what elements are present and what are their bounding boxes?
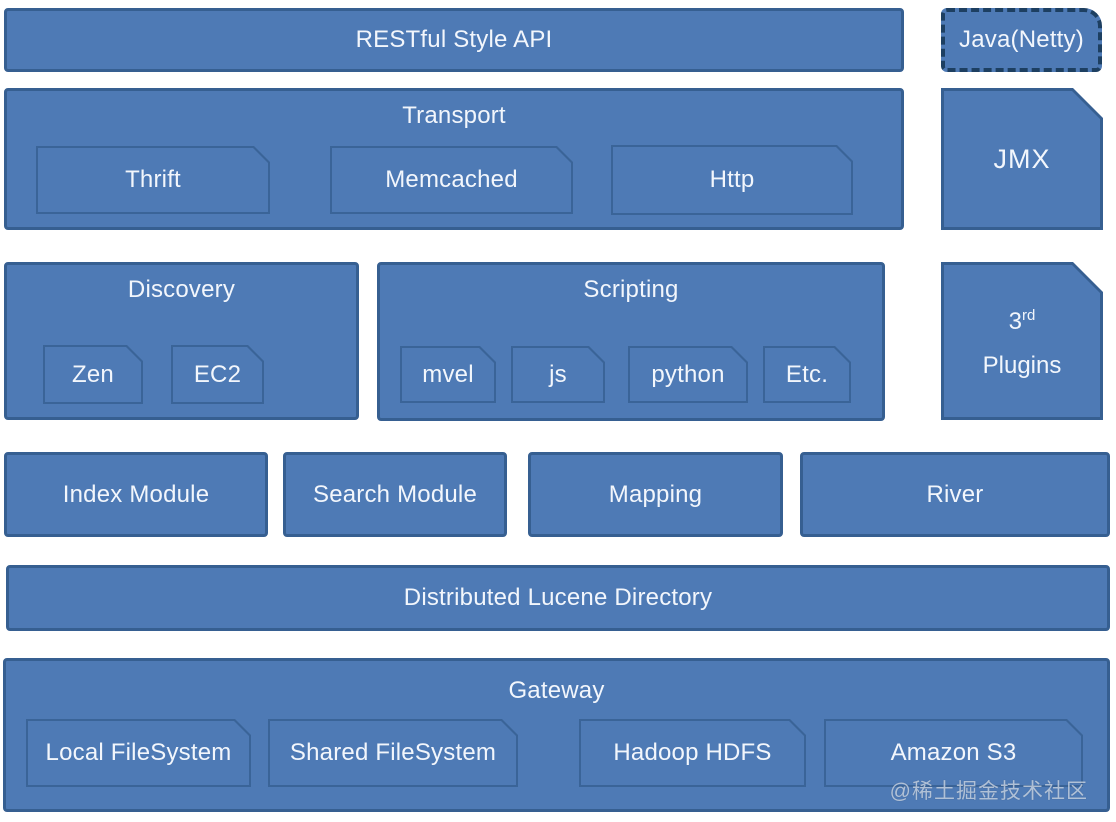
python-fill — [630, 348, 746, 401]
block-mapping: Mapping — [528, 452, 783, 537]
block-river: River — [800, 452, 1110, 537]
block-local-filesystem: Local FileSystem — [26, 719, 251, 787]
thrift-fill — [38, 148, 268, 212]
block-discovery: Discovery Zen EC2 — [4, 262, 359, 420]
hadoop-hdfs-label: Hadoop HDFS — [613, 739, 772, 766]
block-js: js — [511, 346, 605, 403]
index-module-label: Index Module — [62, 480, 210, 508]
block-java-netty: Java(Netty) — [941, 8, 1102, 72]
block-ec2: EC2 — [171, 345, 264, 404]
block-lucene-directory: Distributed Lucene Directory — [6, 565, 1110, 631]
block-jmx: JMX — [941, 88, 1103, 230]
block-3rd-plugins: 3rd Plugins — [941, 262, 1103, 420]
http-fill — [613, 147, 851, 213]
ec2-label: EC2 — [193, 360, 242, 388]
watermark-text: @稀土掘金技术社区 — [889, 780, 1088, 803]
http-label: Http — [709, 166, 755, 193]
java-netty-label: Java(Netty) — [959, 26, 1084, 53]
zen-label: Zen — [72, 360, 114, 388]
search-module-label: Search Module — [312, 480, 478, 508]
block-memcached: Memcached — [330, 146, 573, 214]
discovery-label: Discovery — [127, 276, 236, 303]
shared-filesystem-label: Shared FileSystem — [289, 739, 497, 766]
mapping-label: Mapping — [608, 480, 703, 508]
block-amazon-s3: Amazon S3 — [824, 719, 1083, 787]
js-fill — [513, 348, 603, 401]
plugins-word: Plugins — [982, 352, 1062, 379]
local-filesystem-fill — [28, 721, 249, 785]
block-etc: Etc. — [763, 346, 851, 403]
amazon-s3-label: Amazon S3 — [890, 739, 1017, 766]
mvel-fill — [402, 348, 494, 401]
block-scripting: Scripting mvel js python Etc. — [377, 262, 885, 421]
shared-filesystem-fill — [270, 721, 516, 785]
etc-fill — [765, 348, 849, 401]
plugins-label: 3rd Plugins — [983, 294, 1062, 388]
block-mvel: mvel — [400, 346, 496, 403]
block-index-module: Index Module — [4, 452, 268, 537]
js-label: js — [549, 360, 567, 388]
thrift-label: Thrift — [125, 166, 181, 193]
scripting-label: Scripting — [583, 276, 679, 303]
local-filesystem-label: Local FileSystem — [45, 739, 232, 766]
memcached-label: Memcached — [385, 166, 518, 193]
block-restful-api: RESTful Style API — [4, 8, 904, 72]
zen-fill — [45, 347, 141, 402]
etc-label: Etc. — [785, 360, 829, 388]
restful-api-label: RESTful Style API — [355, 26, 553, 53]
plugins-fill — [944, 265, 1100, 417]
block-thrift: Thrift — [36, 146, 270, 214]
ec2-fill — [173, 347, 262, 402]
river-label: River — [926, 480, 984, 508]
block-hadoop-hdfs: Hadoop HDFS — [579, 719, 806, 787]
block-shared-filesystem: Shared FileSystem — [268, 719, 518, 787]
transport-label: Transport — [402, 102, 506, 129]
amazon-s3-fill — [826, 721, 1081, 785]
gateway-label: Gateway — [508, 677, 605, 704]
block-python: python — [628, 346, 748, 403]
python-label: python — [651, 360, 725, 388]
hadoop-hdfs-fill — [581, 721, 804, 785]
plugins-num: 3 — [1008, 308, 1022, 335]
jmx-label: JMX — [993, 143, 1051, 174]
mvel-label: mvel — [422, 360, 474, 388]
plugins-sup: rd — [1022, 307, 1036, 324]
lucene-directory-label: Distributed Lucene Directory — [403, 584, 713, 611]
block-http: Http — [611, 145, 853, 215]
block-zen: Zen — [43, 345, 143, 404]
block-transport: Transport Thrift Memcached Http — [4, 88, 904, 230]
block-gateway: Gateway Local FileSystem Shared FileSyst… — [3, 658, 1110, 812]
memcached-fill — [332, 148, 571, 212]
jmx-fill — [944, 91, 1100, 227]
block-search-module: Search Module — [283, 452, 507, 537]
